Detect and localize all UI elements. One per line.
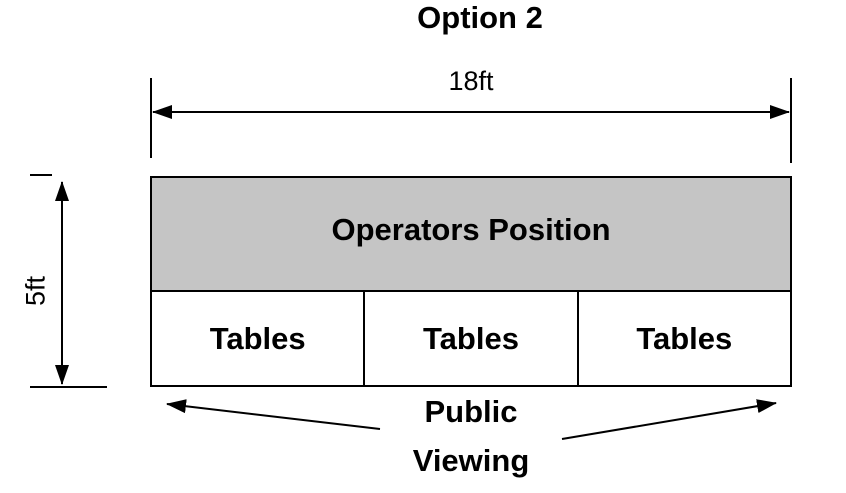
table-cell-1: Tables bbox=[152, 292, 366, 385]
table-label: Tables bbox=[209, 320, 306, 356]
public-viewing-label: Public Viewing bbox=[150, 387, 792, 485]
table-label: Tables bbox=[423, 320, 519, 356]
operators-position-label: Operators Position bbox=[331, 212, 611, 247]
public-viewing-line1: Public bbox=[424, 394, 518, 429]
height-dimension-label: 5ft bbox=[20, 275, 51, 307]
table-cell-2: Tables bbox=[365, 292, 579, 385]
layout-rectangle: Operators Position Tables Tables Tables bbox=[150, 176, 792, 387]
tables-row: Tables Tables Tables bbox=[150, 292, 792, 387]
width-dimension-label: 18ft bbox=[448, 66, 494, 96]
table-label: Tables bbox=[636, 320, 733, 356]
page-title: Option 2 bbox=[417, 0, 543, 35]
table-cell-3: Tables bbox=[579, 292, 790, 385]
public-viewing-line2: Viewing bbox=[412, 443, 530, 478]
operators-position-box: Operators Position bbox=[150, 176, 792, 292]
